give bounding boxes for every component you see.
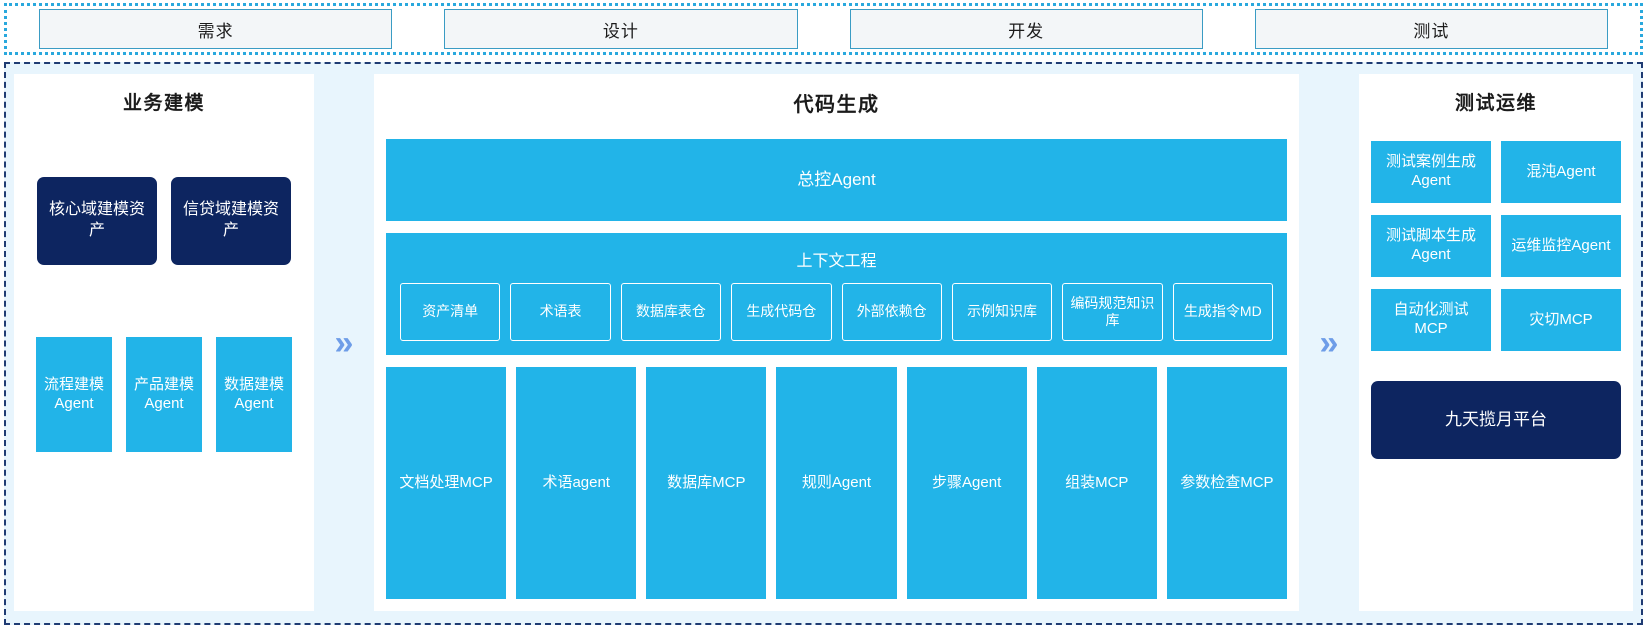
- tool-card-assembly-mcp[interactable]: 组装MCP: [1036, 367, 1157, 599]
- phase-box-design[interactable]: 设计: [444, 9, 798, 49]
- platform-card-jiutian-lanyue[interactable]: 九天揽月平台: [1371, 381, 1621, 459]
- card-label: 术语agent: [542, 473, 610, 491]
- card-label: 测试案例生成Agent: [1385, 153, 1476, 189]
- phase-label: 开发: [1008, 21, 1045, 41]
- card-test-script-generation-agent[interactable]: 测试脚本生成Agent: [1371, 215, 1491, 277]
- panel-code-generation: 代码生成 总控Agent 上下文工程 资产清单 术语表: [374, 74, 1299, 611]
- phase-box-requirements[interactable]: 需求: [39, 9, 393, 49]
- asset-card-core-domain[interactable]: 核心域建模资产: [37, 177, 157, 265]
- main-band: 业务建模 核心域建模资产 信贷域建模资产 流程建模Agent 产品建模Agent…: [4, 62, 1643, 625]
- panel-test-operations: 测试运维 测试案例生成Agent 混沌Agent 测试脚本生成Agent 运维监…: [1359, 74, 1633, 611]
- agent-card-process-modeling[interactable]: 流程建模Agent: [36, 337, 112, 452]
- center-stack: 总控Agent 上下文工程 资产清单 术语表 数据库表仓: [386, 139, 1287, 599]
- context-item-external-dependency-repo[interactable]: 外部依赖仓: [841, 283, 942, 341]
- card-label: 混沌Agent: [1526, 162, 1596, 180]
- card-disaster-switch-mcp[interactable]: 灾切MCP: [1501, 289, 1621, 351]
- chevron-glyph: »: [1319, 323, 1339, 362]
- tool-card-glossary-agent[interactable]: 术语agent: [516, 367, 637, 599]
- chevron-right-icon-right: »: [1299, 74, 1359, 611]
- context-item-row: 资产清单 术语表 数据库表仓 生成代码仓 外部依赖仓: [400, 283, 1273, 341]
- panel-business-modeling: 业务建模 核心域建模资产 信贷域建模资产 流程建模Agent 产品建模Agent…: [14, 74, 314, 611]
- context-item-coding-standard-knowledge-base[interactable]: 编码规范知识库: [1062, 283, 1163, 341]
- item-label: 数据库表仓: [635, 303, 706, 320]
- card-label: 核心域建模资产: [48, 201, 145, 239]
- context-engineering-title: 上下文工程: [796, 253, 877, 270]
- card-automated-testing-mcp[interactable]: 自动化测试MCP: [1371, 289, 1491, 351]
- item-label: 资产清单: [422, 303, 479, 320]
- panel-title: 代码生成: [793, 94, 880, 116]
- card-label: 灾切MCP: [1529, 310, 1593, 328]
- tool-card-parameter-check-mcp[interactable]: 参数检查MCP: [1166, 367, 1287, 599]
- card-chaos-agent[interactable]: 混沌Agent: [1501, 141, 1621, 203]
- item-label: 生成代码仓: [746, 303, 817, 320]
- card-label: 步骤Agent: [932, 473, 1002, 491]
- item-label: 生成指令MD: [1183, 303, 1262, 320]
- item-label: 示例知识库: [967, 303, 1038, 320]
- card-label: 数据建模Agent: [223, 375, 284, 412]
- platform-card-wrap: 九天揽月平台: [1371, 381, 1621, 459]
- test-ops-card-grid: 测试案例生成Agent 混沌Agent 测试脚本生成Agent 运维监控Agen…: [1371, 141, 1621, 351]
- panel-title: 测试运维: [1454, 93, 1537, 114]
- card-label: 总控Agent: [797, 170, 876, 190]
- agent-card-product-modeling[interactable]: 产品建模Agent: [126, 337, 202, 452]
- phase-box-development[interactable]: 开发: [849, 9, 1203, 49]
- asset-card-row: 核心域建模资产 信贷域建模资产: [26, 177, 302, 265]
- tool-card-document-processing-mcp[interactable]: 文档处理MCP: [386, 367, 507, 599]
- phase-label: 需求: [197, 21, 234, 41]
- card-label: 组装MCP: [1065, 473, 1129, 491]
- card-label: 规则Agent: [801, 473, 872, 491]
- card-label: 参数检查MCP: [1180, 473, 1274, 491]
- card-label: 数据库MCP: [667, 473, 746, 491]
- context-item-generated-code-repo[interactable]: 生成代码仓: [731, 283, 832, 341]
- card-label: 九天揽月平台: [1445, 409, 1547, 429]
- phase-label: 设计: [602, 21, 639, 41]
- item-label: 外部依赖仓: [856, 303, 927, 320]
- tool-card-step-agent[interactable]: 步骤Agent: [906, 367, 1027, 599]
- agent-card-data-modeling[interactable]: 数据建模Agent: [216, 337, 292, 452]
- panel-title: 业务建模: [122, 93, 205, 114]
- card-label: 信贷域建模资产: [182, 201, 279, 239]
- card-test-case-generation-agent[interactable]: 测试案例生成Agent: [1371, 141, 1491, 203]
- chevron-right-icon-left: »: [314, 74, 374, 611]
- context-engineering-block: 上下文工程 资产清单 术语表 数据库表仓 生成代码仓: [386, 233, 1287, 355]
- phase-label: 测试: [1413, 21, 1450, 41]
- context-item-asset-inventory[interactable]: 资产清单: [400, 283, 501, 341]
- card-label: 产品建模Agent: [133, 375, 194, 412]
- card-label: 流程建模Agent: [43, 375, 104, 412]
- item-label: 编码规范知识库: [1070, 294, 1155, 329]
- context-item-generation-instruction-md[interactable]: 生成指令MD: [1172, 283, 1273, 341]
- item-label: 术语表: [539, 303, 582, 320]
- modeling-agent-row: 流程建模Agent 产品建模Agent 数据建模Agent: [26, 337, 302, 452]
- phase-band: 需求 设计 开发 测试: [4, 3, 1643, 55]
- asset-card-credit-domain[interactable]: 信贷域建模资产: [171, 177, 291, 265]
- card-label: 自动化测试MCP: [1393, 301, 1469, 337]
- phase-box-testing[interactable]: 测试: [1254, 9, 1608, 49]
- tool-card-row: 文档处理MCP 术语agent 数据库MCP 规则Agent 步骤Agent: [386, 367, 1287, 599]
- context-item-glossary[interactable]: 术语表: [510, 283, 611, 341]
- card-label: 文档处理MCP: [399, 473, 493, 491]
- card-label: 测试脚本生成Agent: [1385, 227, 1476, 263]
- master-agent-bar[interactable]: 总控Agent: [386, 139, 1287, 221]
- card-label: 运维监控Agent: [1511, 236, 1611, 254]
- context-item-example-knowledge-base[interactable]: 示例知识库: [951, 283, 1053, 341]
- tool-card-rule-agent[interactable]: 规则Agent: [776, 367, 897, 599]
- chevron-glyph: »: [334, 323, 354, 362]
- context-item-db-table-repo[interactable]: 数据库表仓: [620, 283, 722, 341]
- tool-card-database-mcp[interactable]: 数据库MCP: [646, 367, 767, 599]
- card-operations-monitoring-agent[interactable]: 运维监控Agent: [1501, 215, 1621, 277]
